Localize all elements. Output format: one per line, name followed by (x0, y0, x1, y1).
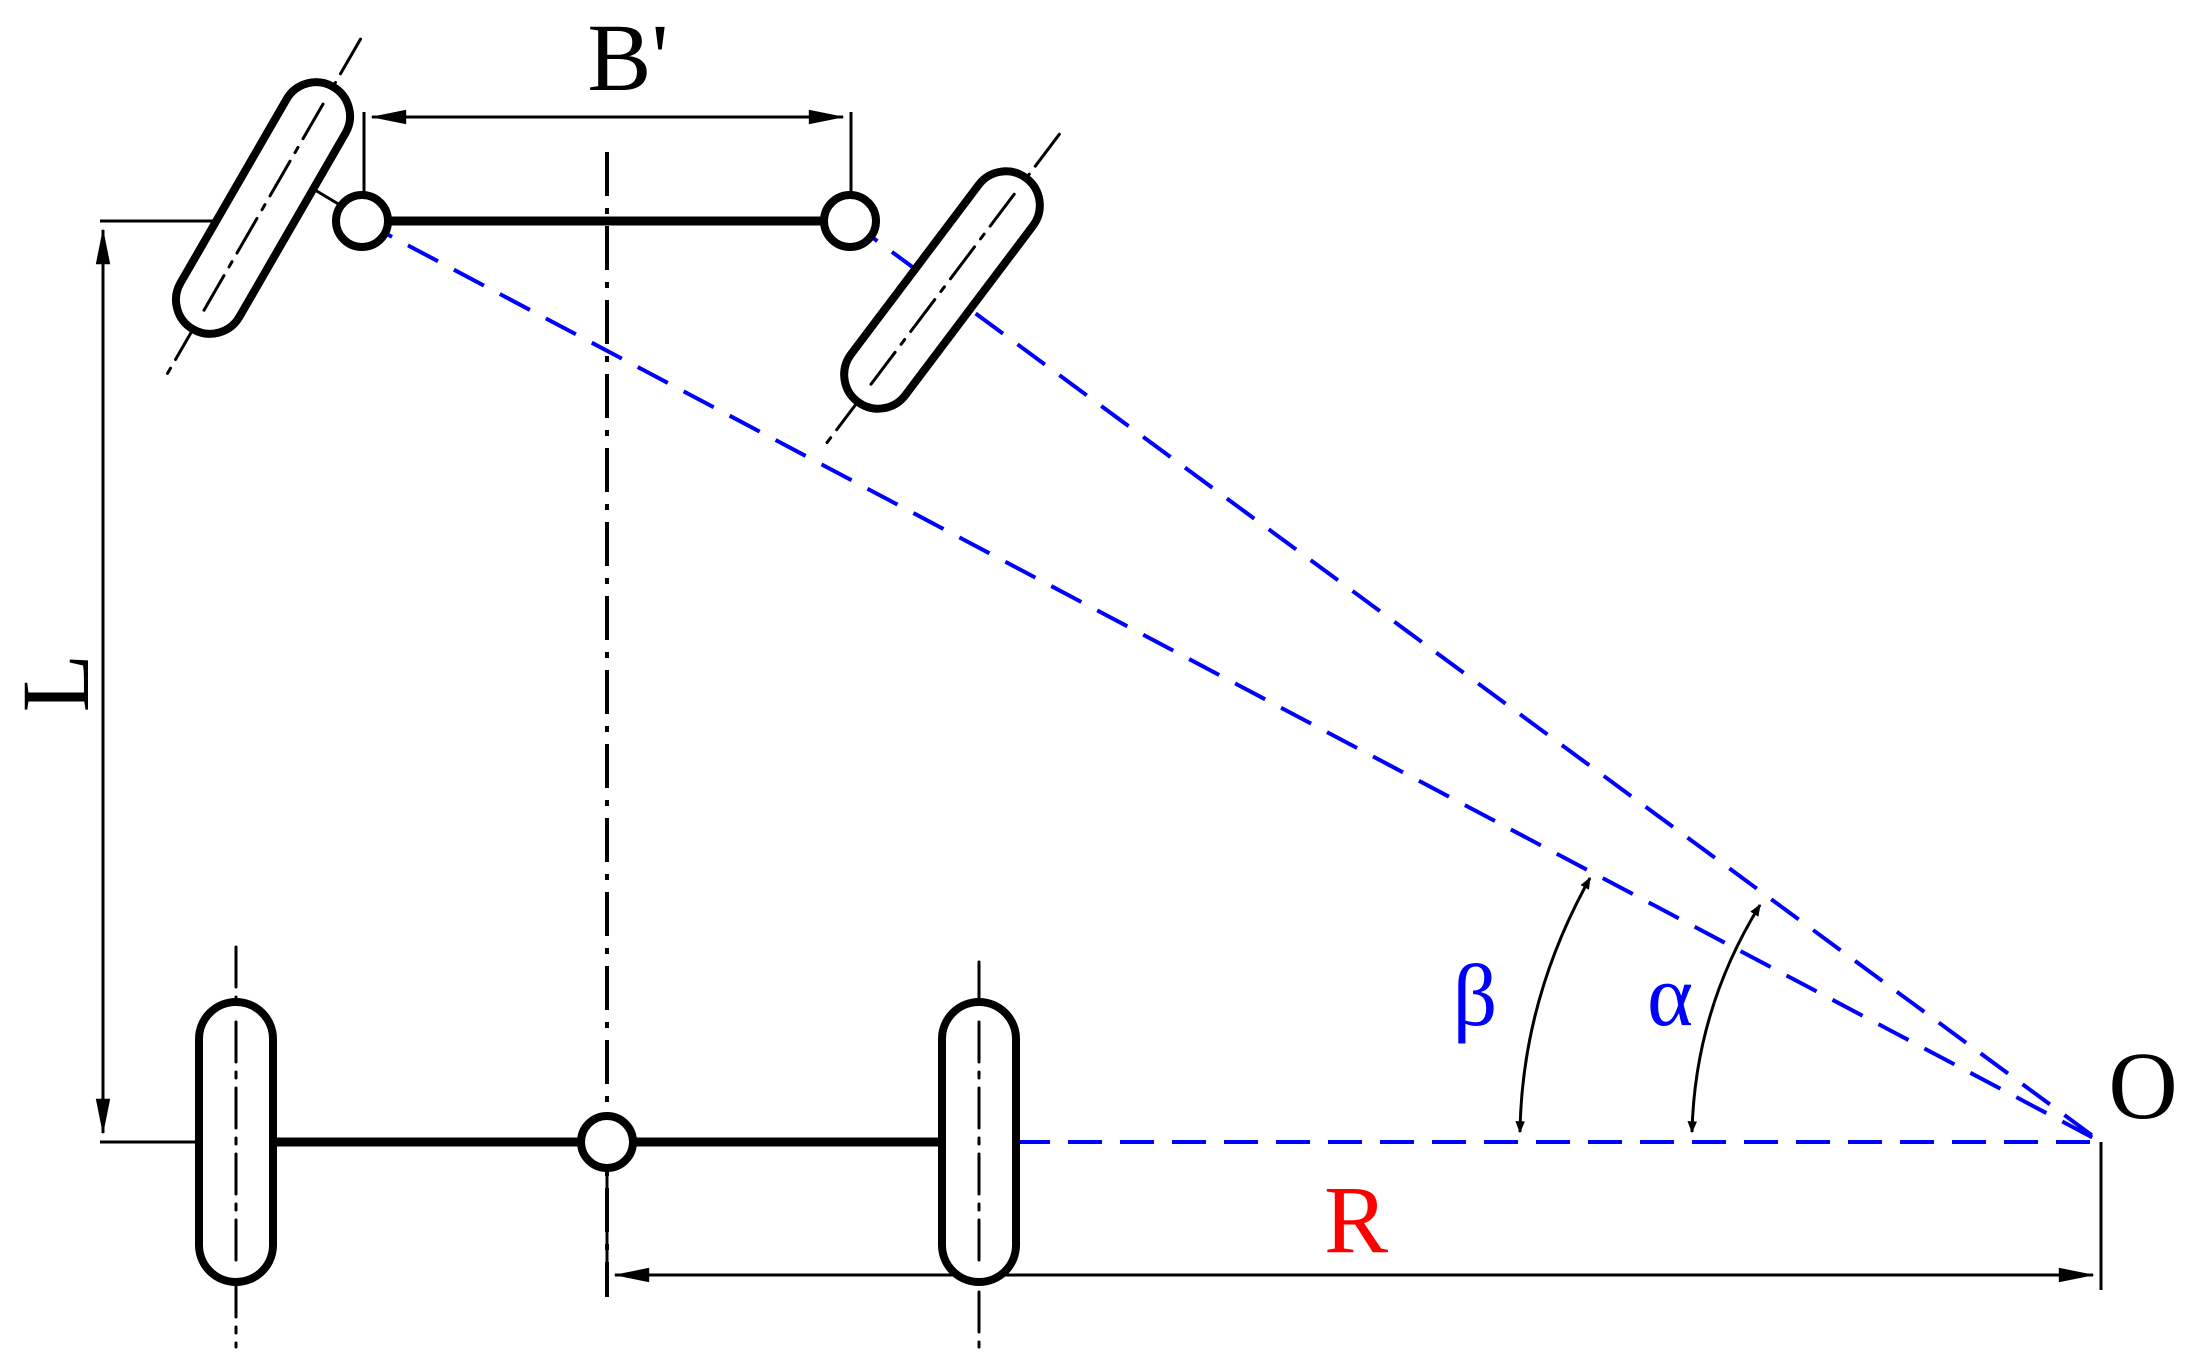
outer-wheel-ray (361, 219, 2102, 1144)
b-prime-label: B' (587, 4, 668, 111)
front-right-kingpin (820, 191, 880, 251)
front-left-wheel (164, 37, 362, 379)
front-left-kingpin (332, 191, 392, 251)
rear-left-wheel (195, 945, 277, 1349)
o-label: O (2108, 1032, 2177, 1139)
front-right-wheel (823, 132, 1061, 448)
r-label: R (1324, 1166, 1388, 1273)
beta-arc (1515, 876, 1592, 1134)
rear-right-wheel (938, 960, 1020, 1349)
rear-axle-center (577, 1112, 637, 1172)
beta-label: β (1453, 948, 1498, 1045)
alpha-arc (1687, 903, 1762, 1134)
l-label: L (2, 654, 109, 713)
alpha-label: α (1647, 948, 1693, 1045)
